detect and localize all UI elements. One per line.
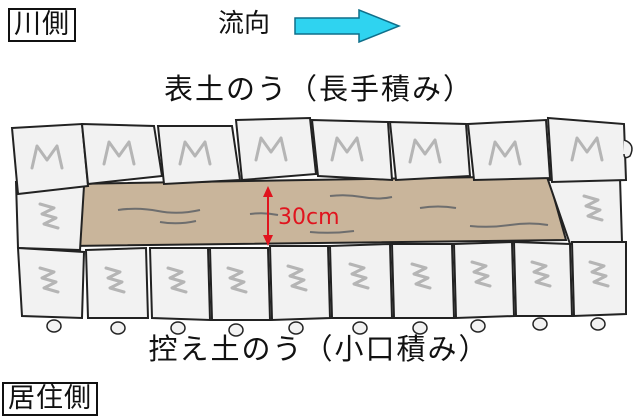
- top-bag-row: [10, 116, 633, 196]
- bottom-bag: [328, 242, 394, 335]
- bottom-bag: [512, 240, 574, 331]
- top-bag: [10, 122, 90, 196]
- bottom-bag-row: [16, 240, 627, 337]
- bottom-bag: [148, 247, 212, 335]
- river-side-label: 川側: [8, 8, 76, 42]
- top-bag: [80, 122, 164, 186]
- right-arrow-icon: [294, 9, 402, 43]
- top-bag: [466, 118, 552, 182]
- top-bag: [388, 120, 472, 182]
- bottom-bag: [390, 243, 456, 335]
- top-bag: [546, 116, 633, 184]
- flow-direction-label: 流向: [218, 9, 271, 39]
- resident-side-label: 居住側: [2, 382, 98, 416]
- bottom-bag: [570, 241, 627, 331]
- bottom-bags-caption: 控え土のう（小口積み）: [148, 332, 490, 366]
- top-bag: [310, 118, 394, 182]
- dimension-indicator: 30cm: [263, 186, 340, 246]
- bottom-bag: [452, 240, 516, 333]
- soil-cracks: [117, 194, 549, 234]
- bottom-bag: [208, 247, 272, 337]
- bottom-bag: [16, 246, 86, 333]
- dimension-label: 30cm: [278, 205, 340, 230]
- top-bag: [156, 125, 242, 186]
- bottom-bag: [268, 245, 332, 335]
- top-bag: [234, 116, 318, 182]
- bottom-bag: [84, 246, 150, 335]
- top-bags-caption: 表土のう（長手積み）: [163, 72, 474, 106]
